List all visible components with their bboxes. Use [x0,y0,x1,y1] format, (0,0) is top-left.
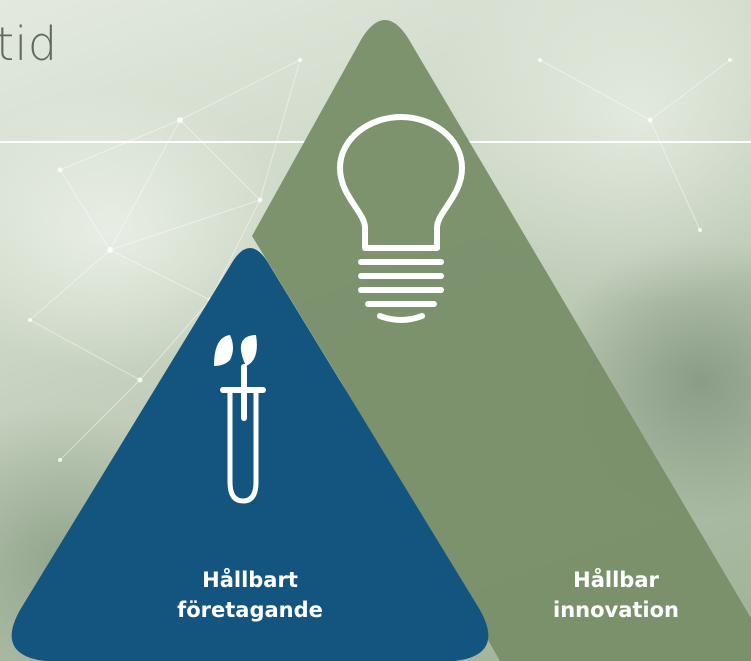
blue-triangle [11,248,489,661]
pillar-label-foretagande: Hållbart företagande [177,568,323,622]
light-bulb-icon [337,114,465,323]
green-triangle [252,20,751,661]
pillar-label-innovation: Hållbar innovation [553,568,679,622]
seedling-test-tube-icon [214,335,266,504]
page-title: tid [0,17,58,71]
